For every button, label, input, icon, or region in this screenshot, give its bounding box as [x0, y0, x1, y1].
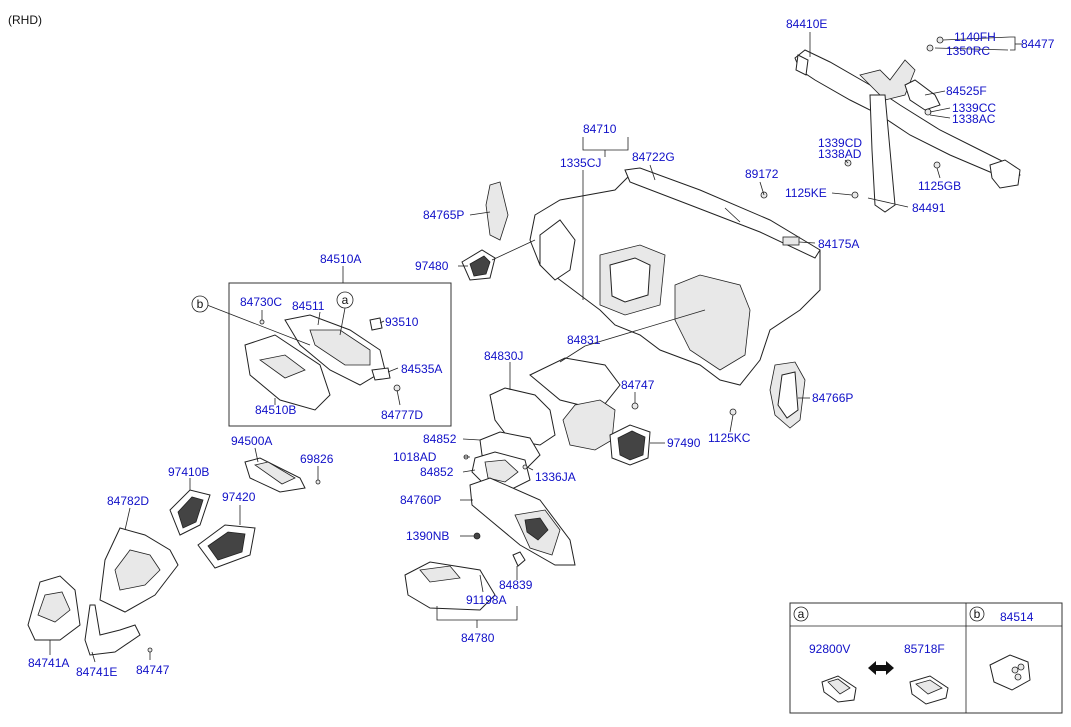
- leader-lines-main-panel: [582, 137, 816, 300]
- marker-a: a: [336, 291, 354, 309]
- callout-84741A: 84741A: [28, 656, 69, 670]
- center-vent: [197, 505, 256, 569]
- callout-97410B: 97410B: [168, 465, 209, 479]
- steering-column-shroud: [462, 431, 541, 491]
- legend-a-right-part: 85718F: [904, 642, 945, 656]
- callout-89172: 89172: [745, 167, 779, 181]
- callout-1336JA: 1336JA: [535, 470, 576, 484]
- center-facia-panel: [99, 507, 179, 613]
- callout-84839: 84839: [499, 578, 533, 592]
- callout-84765P: 84765P: [423, 208, 464, 222]
- cowl-cross-bar-assembly: [794, 36, 1021, 213]
- callout-69826: 69826: [300, 452, 334, 466]
- legend-b-part: 84514: [1000, 610, 1034, 624]
- callout-1125KC: 1125KC: [708, 431, 751, 445]
- callout-1350RC: 1350RC: [946, 44, 990, 58]
- callout-1125KE: 1125KE: [785, 186, 827, 200]
- callout-84491: 84491: [912, 201, 946, 215]
- marker-b: b: [191, 295, 209, 313]
- lower-facia-panel: [27, 575, 153, 663]
- variant-label: (RHD): [8, 13, 42, 27]
- callout-1339CC: 1339CC: [952, 101, 996, 115]
- callout-1339CD: 1339CD: [818, 136, 862, 150]
- svg-text:b: b: [197, 297, 204, 311]
- callout-84782D: 84782D: [107, 494, 149, 508]
- callout-97480: 97480: [415, 259, 449, 273]
- callout-97420: 97420: [222, 490, 256, 504]
- callout-84852-upper: 84852: [423, 432, 457, 446]
- legend-b-letter: b: [974, 607, 981, 621]
- callout-91198A: 91198A: [466, 593, 506, 607]
- callout-84780: 84780: [461, 631, 495, 645]
- callout-84741E: 84741E: [76, 665, 117, 679]
- callout-84175A: 84175A: [818, 237, 859, 251]
- callout-1018AD: 1018AD: [393, 450, 437, 464]
- callout-84760P: 84760P: [400, 493, 441, 507]
- callout-84510A: 84510A: [320, 252, 361, 266]
- callout-94500A: 94500A: [231, 434, 272, 448]
- callout-labels: 84410E 1140FH 1350RC 84477 84525F 1339CC…: [28, 17, 1055, 679]
- switch-assembly: [244, 447, 321, 493]
- callout-1390NB: 1390NB: [406, 529, 449, 543]
- glove-box-kit-frame: [228, 282, 452, 427]
- callout-97490: 97490: [667, 436, 701, 450]
- callout-1338AC: 1338AC: [952, 112, 996, 126]
- legend-table: a b: [789, 602, 1063, 714]
- legend-a-letter: a: [798, 607, 805, 621]
- cluster-facia-panel: [489, 357, 806, 466]
- lower-panel-center: [460, 477, 576, 566]
- callout-1335CJ: 1335CJ: [560, 156, 601, 170]
- callout-84766P: 84766P: [812, 391, 853, 405]
- callout-84852-lower: 84852: [420, 465, 454, 479]
- callout-84730C: 84730C: [240, 295, 282, 309]
- callout-93510: 93510: [385, 315, 419, 329]
- callout-84535A: 84535A: [401, 362, 442, 376]
- glove-box-upper-kit: [244, 314, 401, 411]
- callout-84777D: 84777D: [381, 408, 423, 422]
- callout-84830J: 84830J: [484, 349, 523, 363]
- leader-lines-glove-box: [206, 304, 401, 406]
- legend-a-left-part: 92800V: [809, 642, 850, 656]
- callout-84722G: 84722G: [632, 150, 675, 164]
- interchange-arrow-icon: [868, 661, 894, 675]
- callout-84511: 84511: [292, 299, 325, 313]
- callout-84747-lower: 84747: [136, 663, 170, 677]
- leader-lines-crossbar: [809, 32, 1022, 208]
- side-vent-upper: [458, 181, 536, 281]
- callout-84747-upper: 84747: [621, 378, 655, 392]
- callout-1140FH: 1140FH: [954, 30, 996, 44]
- callout-84525F: 84525F: [946, 84, 987, 98]
- leader-lines-cluster: [509, 309, 810, 444]
- callout-84477: 84477: [1021, 37, 1055, 51]
- callout-84831: 84831: [567, 333, 601, 347]
- callout-1338AD: 1338AD: [818, 147, 862, 161]
- crash-pad-main-panel: [529, 167, 821, 386]
- callout-84510B: 84510B: [255, 403, 296, 417]
- svg-text:a: a: [342, 293, 349, 307]
- callout-84710: 84710: [583, 122, 617, 136]
- glove-box-lower: [404, 551, 526, 628]
- callout-1125GB: 1125GB: [918, 179, 961, 193]
- side-vent-left: [169, 478, 211, 536]
- callout-84410E: 84410E: [786, 17, 827, 31]
